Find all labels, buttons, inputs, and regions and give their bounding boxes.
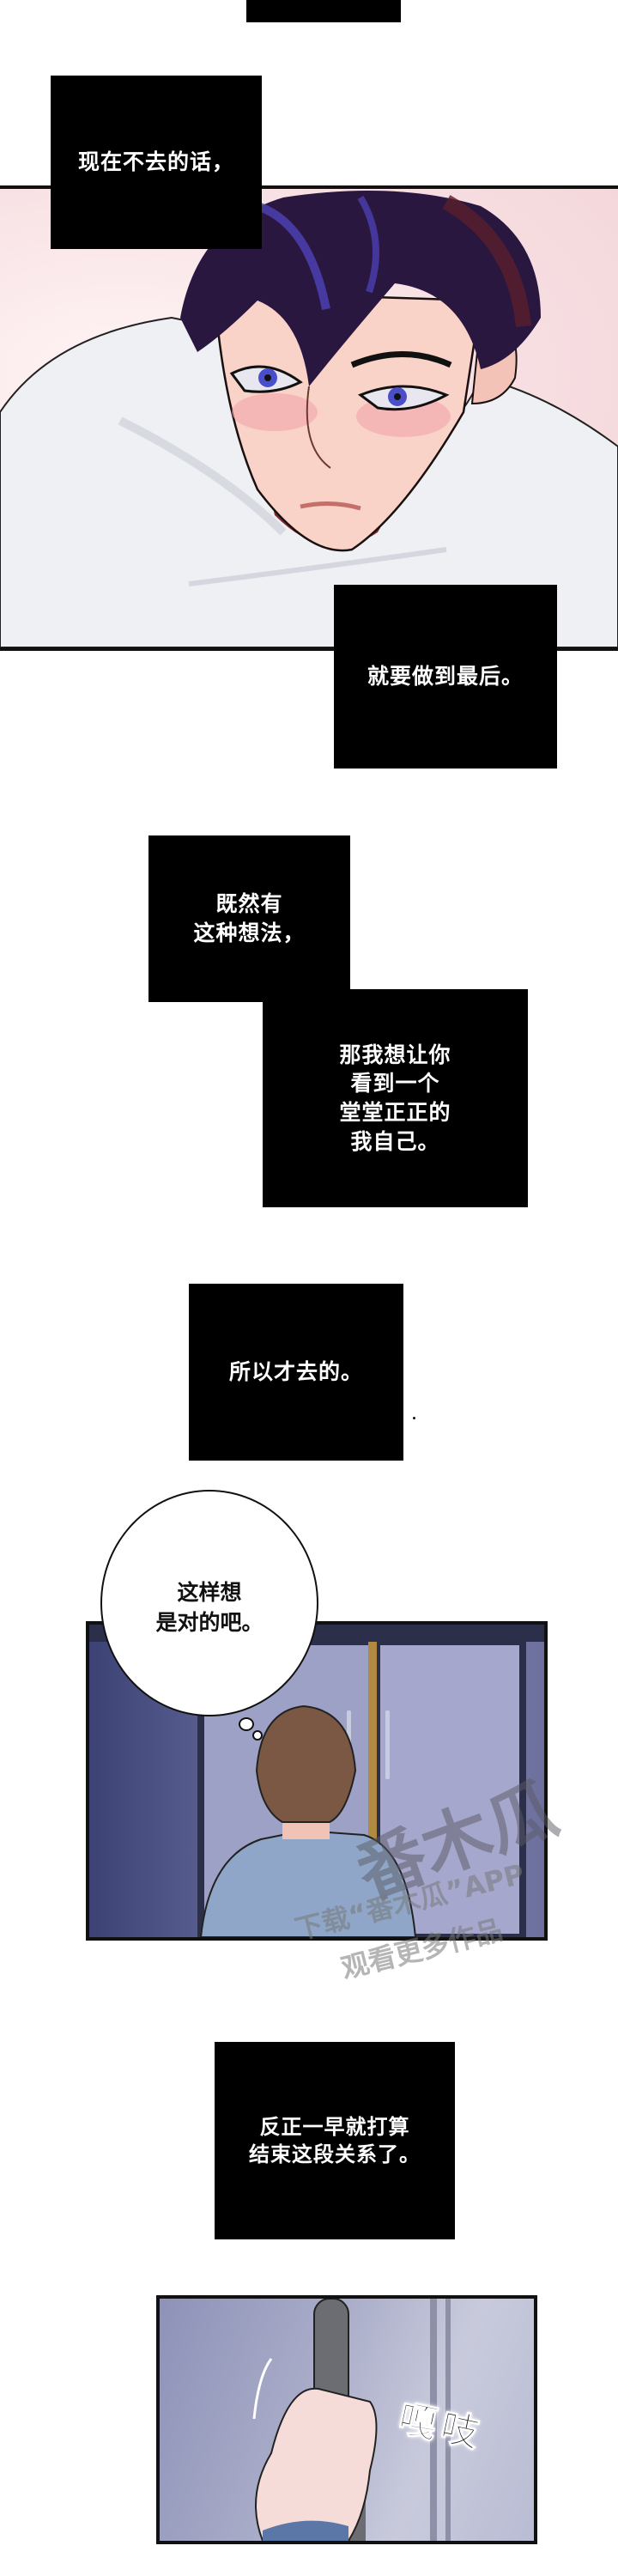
caption-box-now-or-never: 现在不去的话， <box>51 76 262 249</box>
caption-box-end-relationship: 反正一早就打算 结束这段关系了。 <box>215 2042 455 2239</box>
panel-closeup-face <box>0 185 618 651</box>
thought-bubble-tail-dot-1 <box>239 1717 254 1731</box>
caption-box-top-partial <box>246 0 401 22</box>
stray-dot <box>413 1417 415 1419</box>
caption-box-proper-self: 那我想让你 看到一个 堂堂正正的 我自己。 <box>263 989 528 1207</box>
caption-box-so-i-went: 所以才去的。 <box>189 1284 403 1461</box>
caption-box-until-the-end: 就要做到最后。 <box>334 585 557 769</box>
caption-box-since-you-think: 既然有 这种想法， <box>148 835 350 1002</box>
thought-bubble-tail-dot-2 <box>252 1730 263 1741</box>
hand-handle-illustration <box>252 2299 451 2541</box>
character-closeup-illustration <box>0 191 618 647</box>
thought-bubble: 这样想 是对的吧。 <box>100 1490 318 1716</box>
panel-hand-handle <box>156 2295 537 2544</box>
